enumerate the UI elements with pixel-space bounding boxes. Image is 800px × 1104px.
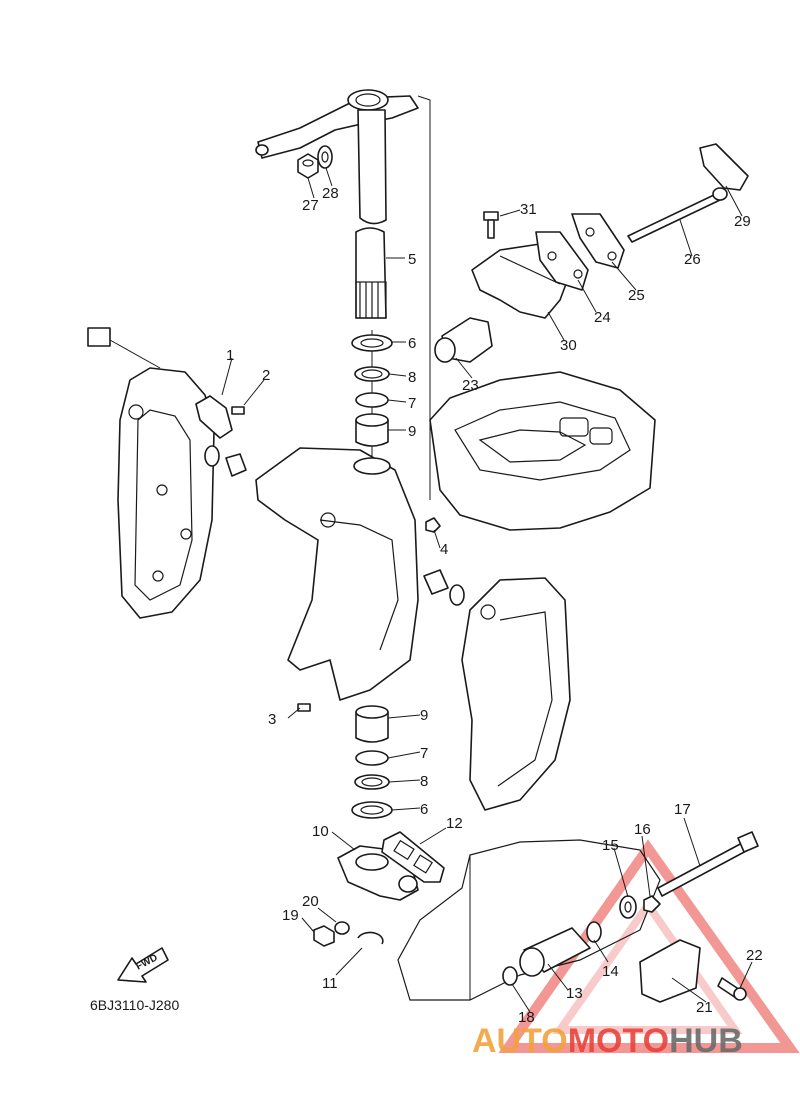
callout-2: 2 — [262, 367, 270, 384]
callout-27: 27 — [302, 197, 319, 214]
washer-18 — [502, 966, 518, 986]
callout-23: 23 — [462, 377, 479, 394]
washer-8-lower — [354, 774, 390, 790]
bushing-pair-right — [423, 569, 465, 606]
bolt-31 — [483, 211, 499, 239]
seal-6-upper — [351, 334, 393, 352]
bushing-9-upper — [355, 413, 389, 447]
callout-18: 18 — [518, 1009, 535, 1026]
callout-24: 24 — [594, 309, 611, 326]
electrical-connector — [87, 327, 161, 369]
plate-24 — [535, 231, 589, 291]
clip-11 — [357, 931, 384, 945]
bushing-9-lower — [355, 705, 389, 743]
callout-leaders — [221, 167, 753, 1013]
trim-sensor-1 — [195, 395, 233, 439]
steering-shaft-upper — [357, 109, 387, 225]
washer-28 — [317, 145, 333, 169]
plate-25 — [571, 213, 625, 269]
callout-31: 31 — [520, 201, 537, 218]
watermark-brand-text: AUTOMOTOHUB — [472, 1022, 743, 1060]
swivel-bracket — [255, 447, 419, 701]
nut-19 — [313, 925, 335, 947]
callout-13: 13 — [566, 985, 583, 1002]
callout-6-upper: 6 — [408, 335, 416, 352]
callout-6-lower: 6 — [420, 801, 428, 818]
bolt-22 — [717, 977, 747, 1001]
callout-4: 4 — [440, 541, 448, 558]
oring-7-lower — [355, 750, 389, 766]
callout-1: 1 — [226, 347, 234, 364]
callout-9-upper: 9 — [408, 423, 416, 440]
callout-10: 10 — [312, 823, 329, 840]
plate-29 — [699, 143, 749, 191]
nut-27 — [297, 153, 319, 179]
nut-16 — [643, 895, 661, 913]
callout-14: 14 — [602, 963, 619, 980]
callout-7-upper: 7 — [408, 395, 416, 412]
callout-12: 12 — [446, 815, 463, 832]
oring-7-upper — [355, 392, 389, 408]
callout-16: 16 — [634, 821, 651, 838]
screw-2 — [231, 406, 245, 415]
through-bolt-17 — [657, 831, 759, 897]
washer-20 — [334, 921, 350, 935]
fwd-arrow-icon: FWD — [117, 947, 169, 983]
callout-8-lower: 8 — [420, 773, 428, 790]
callout-5: 5 — [408, 251, 416, 268]
callout-22: 22 — [746, 947, 763, 964]
callout-17: 17 — [674, 801, 691, 818]
callout-20: 20 — [302, 893, 319, 910]
callout-labels: 1 2 3 4 5 6 6 7 7 8 8 9 9 10 11 12 13 14… — [226, 185, 763, 1026]
callout-28: 28 — [322, 185, 339, 202]
washer-8-upper — [354, 366, 390, 382]
nut-4 — [425, 517, 441, 533]
mount-rubber-23 — [434, 317, 493, 363]
callout-11: 11 — [322, 975, 338, 992]
callout-30: 30 — [560, 337, 577, 354]
engine-mount-base — [429, 371, 656, 531]
svg-text:AUTOMOTOHUB: AUTOMOTOHUB — [472, 1022, 743, 1060]
bolt-26 — [627, 187, 728, 243]
bushing-pair-left — [204, 445, 247, 477]
callout-21: 21 — [696, 999, 713, 1016]
callout-29: 29 — [734, 213, 751, 230]
clamp-bracket-left — [117, 367, 215, 619]
steering-arm — [255, 89, 419, 159]
callout-19: 19 — [282, 907, 299, 924]
callout-15: 15 — [602, 837, 619, 854]
diagram-code: 6BJ3110-J280 — [90, 997, 179, 1013]
plate-12 — [381, 831, 445, 883]
callout-8-upper: 8 — [408, 369, 416, 386]
washer-15 — [619, 895, 637, 919]
callout-3: 3 — [268, 711, 276, 728]
callout-26: 26 — [684, 251, 701, 268]
clamp-bracket-right — [461, 577, 571, 811]
steering-shaft-lower — [355, 227, 387, 319]
watermark-moto: MOTO — [568, 1022, 669, 1060]
callout-25: 25 — [628, 287, 645, 304]
watermark-auto: AUTO — [472, 1022, 568, 1060]
screw-3 — [297, 703, 311, 712]
callout-9-lower: 9 — [420, 707, 428, 724]
mount-rubber-13 — [519, 927, 591, 977]
seal-6-lower — [351, 801, 393, 819]
watermark-hub: HUB — [669, 1022, 743, 1060]
collar-14 — [586, 921, 602, 943]
callout-7-lower: 7 — [420, 745, 428, 762]
cover-21 — [639, 939, 701, 1003]
